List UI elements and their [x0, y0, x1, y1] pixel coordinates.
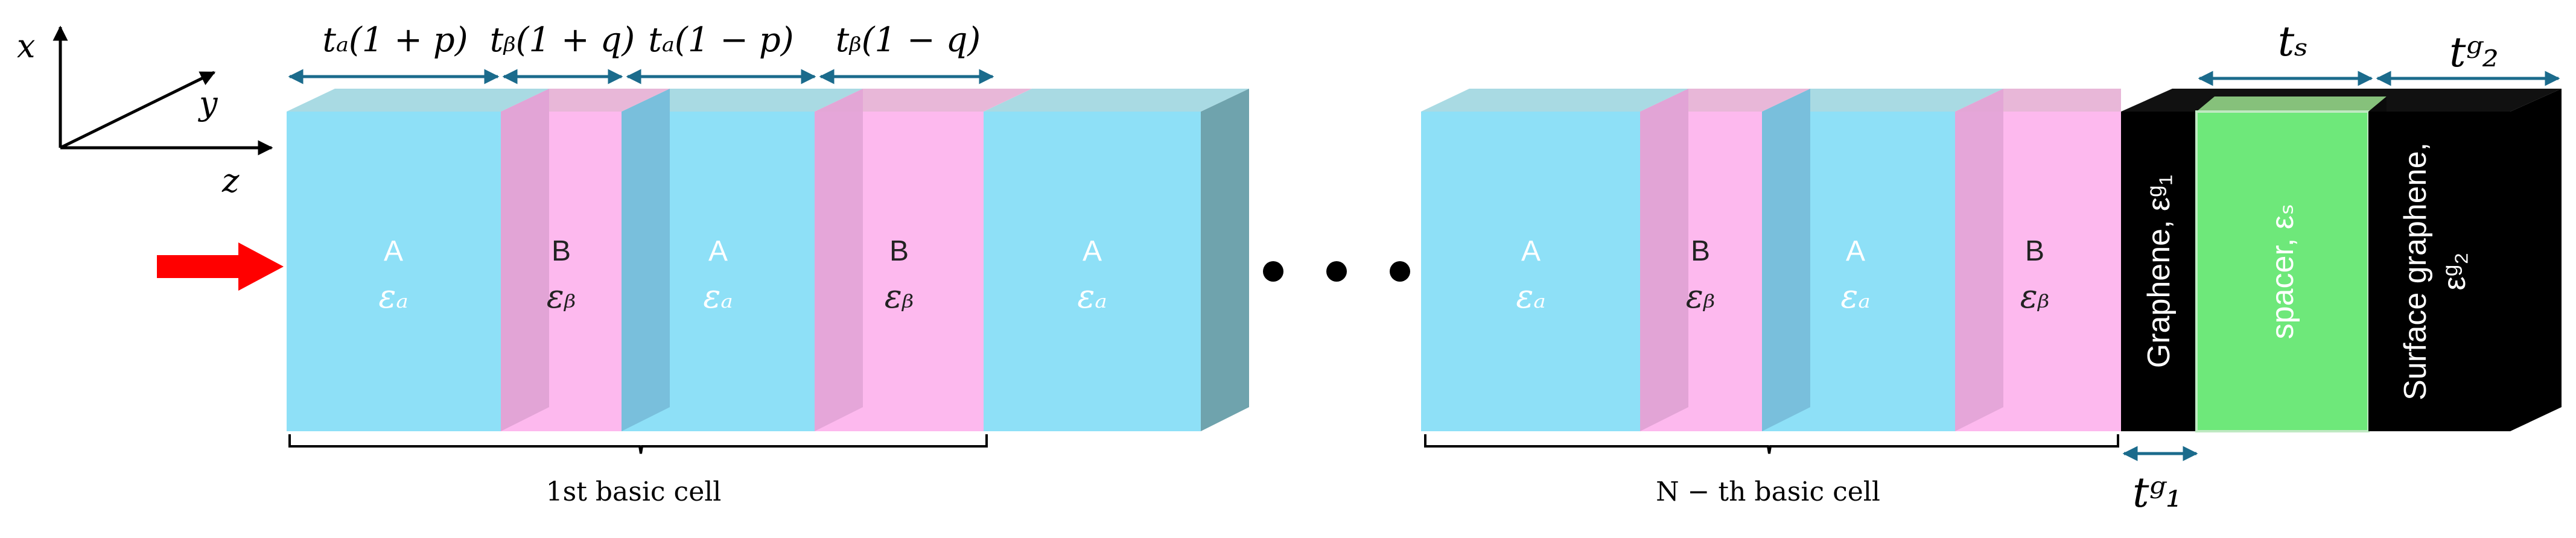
- nth-cell-label: N − th basic cell: [1656, 476, 1880, 507]
- nth-a-3-eps: εₐ: [1840, 277, 1870, 315]
- layer-b-4-letter: B: [889, 235, 909, 267]
- end-dimensions: tₛ tᵍ₂ tᵍ₁: [2122, 18, 2560, 517]
- tb-plus-label: tᵦ(1 + q): [490, 21, 635, 60]
- nth-b-4-letter: B: [2025, 235, 2044, 267]
- surface-graphene-label-line1: Surface graphene,: [2398, 142, 2433, 400]
- z-axis-label: z: [221, 162, 240, 200]
- graphene-layer: [2121, 112, 2196, 431]
- spacer-label: spacer, εₛ: [2265, 204, 2300, 340]
- tg2-label: tᵍ₂: [2449, 29, 2499, 77]
- graphene-spacer-stack: [2121, 89, 2562, 432]
- nth-cell-brace: N − th basic cell: [1424, 434, 2119, 507]
- nth-a-3-letter: A: [1846, 235, 1865, 267]
- first-cell-brace: 1st basic cell: [288, 434, 988, 507]
- first-stack-labels: A εₐ B εᵦ A εₐ B εᵦ A εₐ: [378, 235, 1107, 315]
- end-layer-labels: Graphene, εᵍ₁ spacer, εₛ Surface graphen…: [2142, 142, 2472, 400]
- ta-plus-label: tₐ(1 + p): [322, 21, 468, 60]
- first-basic-cell-stack: [287, 89, 1249, 431]
- surface-graphene-label-line2: εᵍ₂: [2437, 253, 2472, 291]
- ts-label: tₛ: [2278, 18, 2308, 66]
- surface-graphene-layer: [2368, 112, 2510, 431]
- y-axis-label: y: [198, 84, 218, 122]
- ta-minus-label: tₐ(1 − p): [648, 21, 793, 60]
- nth-a-1-letter: A: [1521, 235, 1541, 267]
- coordinate-axes: x y z: [17, 25, 273, 200]
- tg1-label: tᵍ₁: [2132, 469, 2182, 517]
- layer-b-2-letter: B: [552, 235, 571, 267]
- nth-b-4-eps: εᵦ: [2020, 277, 2050, 315]
- layer-a-5-letter: A: [1083, 235, 1102, 267]
- nth-layer-a-1: [1421, 112, 1640, 431]
- nth-b-2-eps: εᵦ: [1686, 277, 1716, 315]
- nth-b-2-letter: B: [1691, 235, 1710, 267]
- x-axis-label: x: [17, 27, 35, 65]
- layer-a-5: [984, 112, 1201, 431]
- incident-wave-arrow: [157, 242, 284, 291]
- layer-b-4-eps: εᵦ: [885, 277, 914, 315]
- first-cell-dimensions: tₐ(1 + p) tᵦ(1 + q) tₐ(1 − p) tᵦ(1 − q): [288, 21, 994, 84]
- layer-a-3-eps: εₐ: [703, 277, 733, 315]
- tb-minus-label: tᵦ(1 − q): [836, 21, 981, 60]
- layer-a-1-eps: εₐ: [378, 277, 408, 315]
- y-axis-line: [59, 71, 216, 150]
- layer-a-3-letter: A: [708, 235, 728, 267]
- graphene-label: Graphene, εᵍ₁: [2142, 175, 2177, 369]
- nth-a-1-eps: εₐ: [1516, 277, 1545, 315]
- nth-basic-cell-stack: [1421, 89, 2121, 431]
- spacer-layer: [2195, 110, 2370, 432]
- layer-b-2-eps: εᵦ: [547, 277, 576, 315]
- nth-stack-labels: A εₐ B εᵦ A εₐ B εᵦ: [1516, 235, 2049, 315]
- layer-a-1-letter: A: [384, 235, 403, 267]
- first-cell-label: 1st basic cell: [546, 476, 722, 507]
- ellipsis-dots: [1263, 261, 1410, 282]
- layer-a-5-eps: εₐ: [1077, 277, 1107, 315]
- layer-a-1: [287, 112, 501, 431]
